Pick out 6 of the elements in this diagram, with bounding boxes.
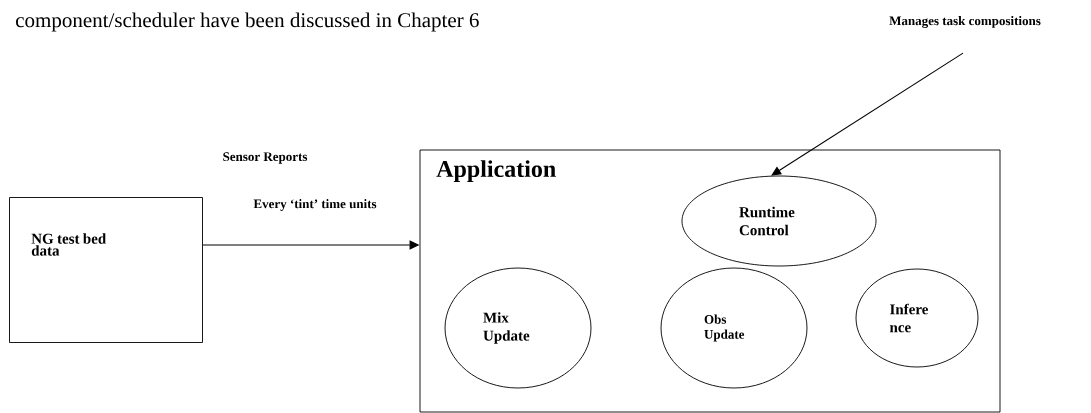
annotation-text: Manages task compositions [889,16,1041,28]
label-text: Sensor Reports [223,152,308,164]
arrow [771,52,964,176]
edge-label: Every ‘tint’ time units [252,198,378,212]
data-box: NG test bed data [9,197,203,343]
caption-text: component/scheduler have been discussed in Chapter 6 [16,12,479,32]
